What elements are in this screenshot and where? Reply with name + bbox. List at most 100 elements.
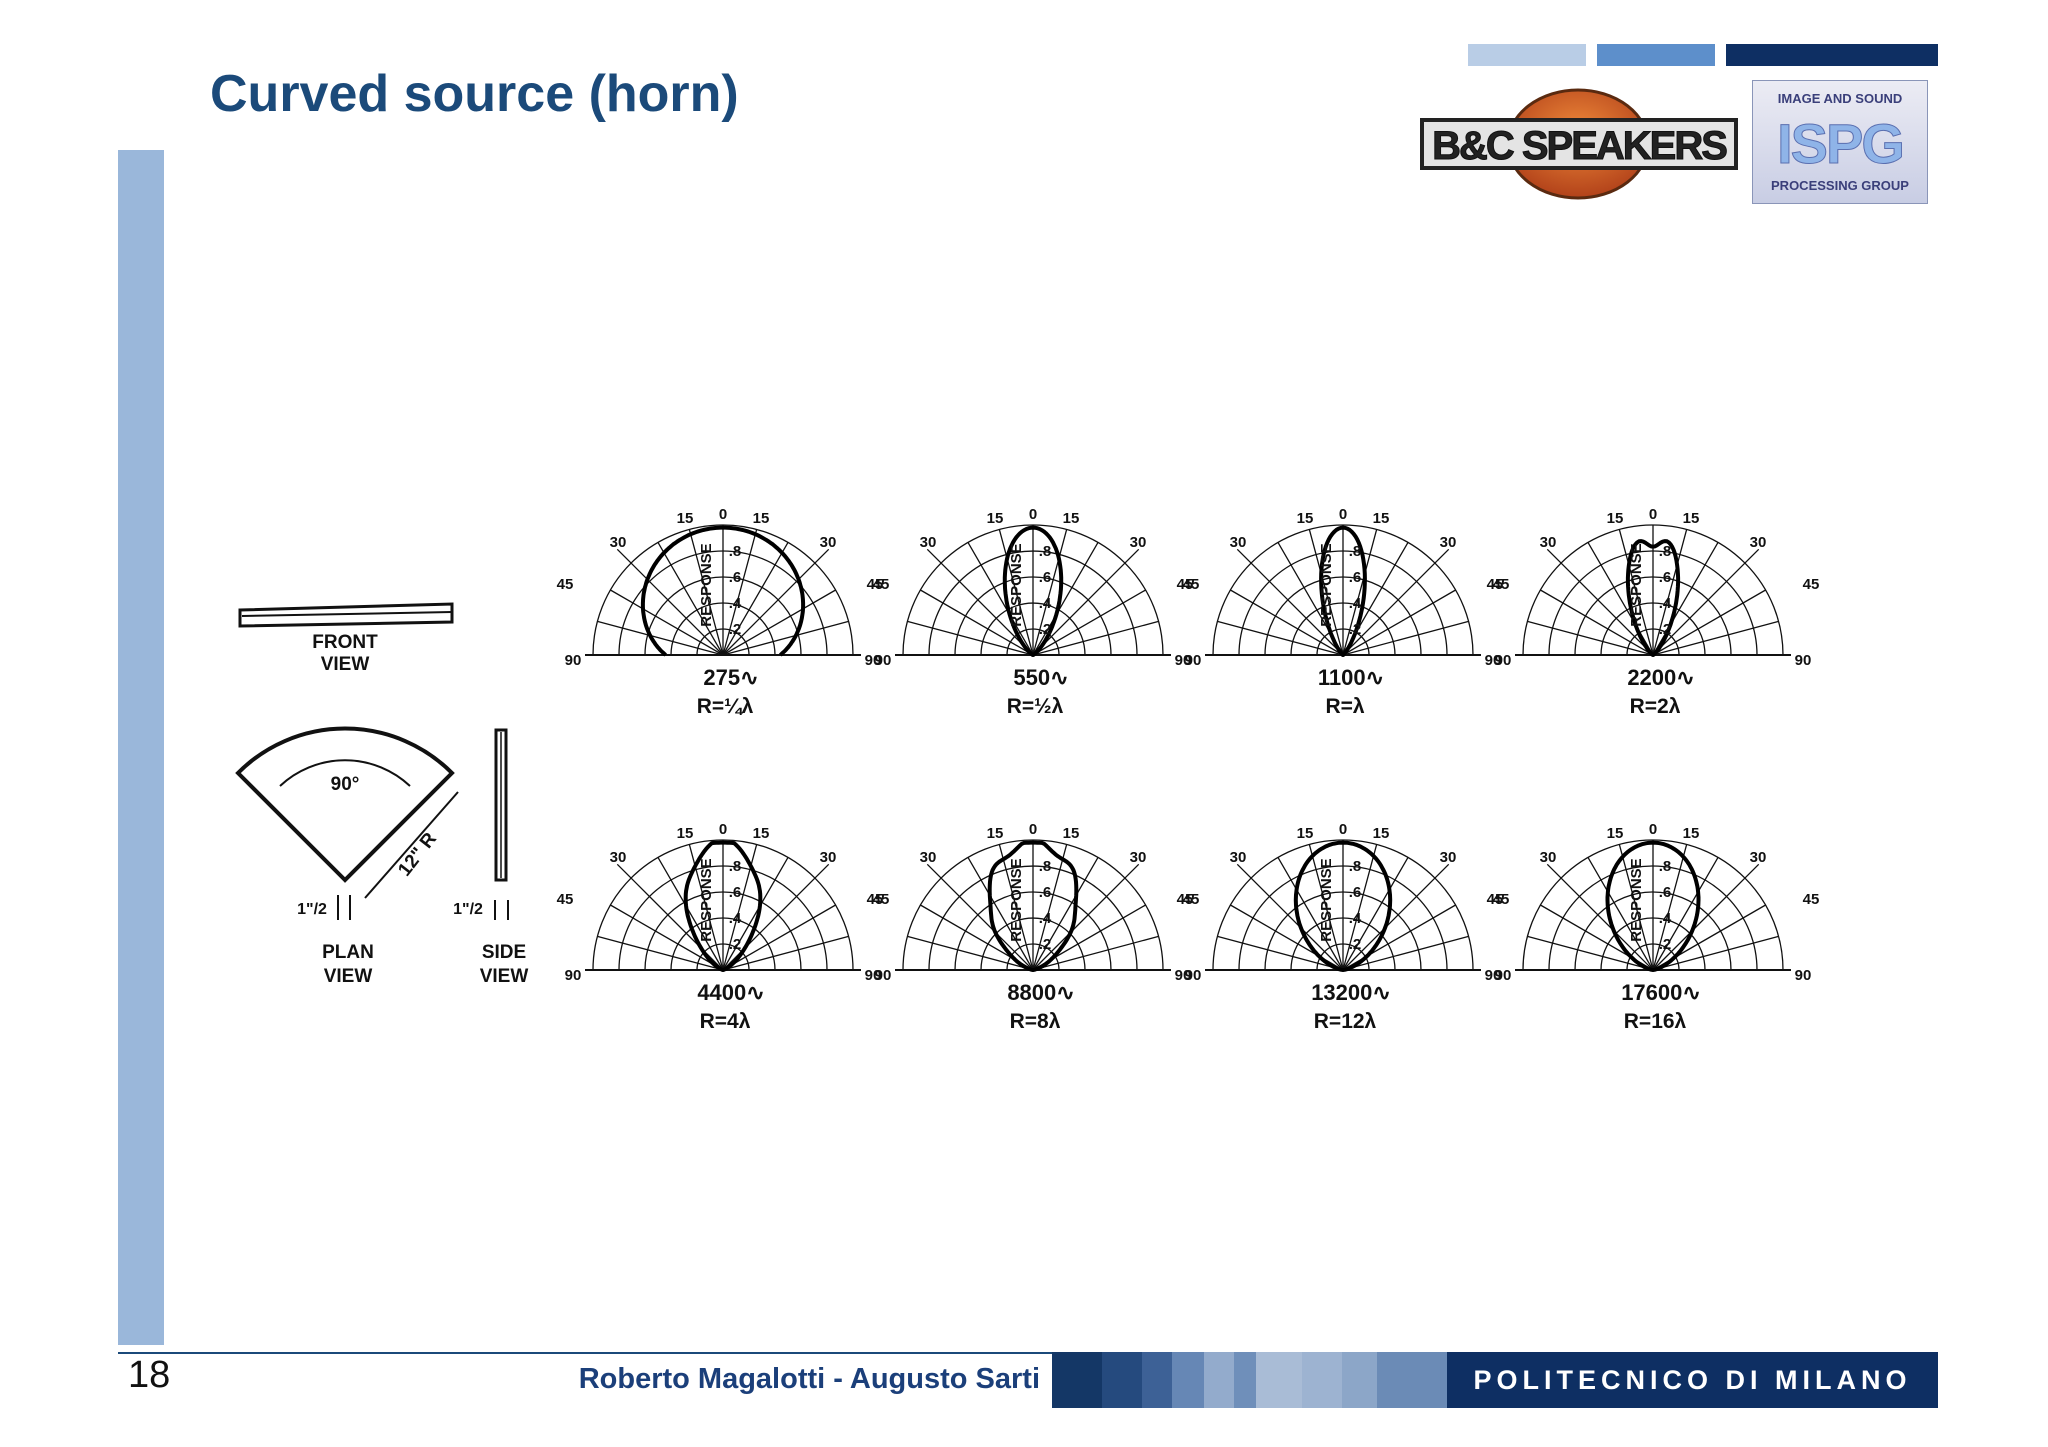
angle-label-90: 90 — [1495, 652, 1512, 669]
angle-label-45: 45 — [1493, 576, 1510, 593]
angle-label-15: 15 — [1063, 510, 1080, 527]
angle-label-90: 90 — [865, 652, 882, 669]
angle-label-45: 45 — [1803, 576, 1820, 593]
polar-spoke — [1250, 877, 1344, 971]
polar-spoke — [1032, 877, 1126, 971]
polar-spoke — [1652, 620, 1779, 656]
polar-spoke — [1342, 620, 1469, 656]
polar-spoke — [1124, 863, 1140, 879]
footer-tile — [1256, 1352, 1302, 1408]
angle-label-45: 45 — [873, 891, 890, 908]
radial-tick-label: .2 — [1039, 936, 1052, 953]
response-axis-label: RESPONSE — [1318, 543, 1335, 626]
polar-spoke — [1230, 589, 1344, 656]
polar-spoke — [688, 529, 724, 656]
bc-logo-text: B&C SPEAKERS — [1432, 124, 1727, 168]
radial-tick-label: .4 — [1349, 910, 1362, 927]
front-view: FRONT VIEW — [238, 602, 454, 675]
polar-spoke — [722, 935, 849, 971]
ratio-label: R=¼λ — [697, 695, 754, 718]
footer-tile — [1377, 1352, 1447, 1408]
plan-view-label-2: VIEW — [324, 966, 373, 987]
footer-tile — [1142, 1352, 1172, 1408]
frequency-label: 8800∿ — [1007, 980, 1074, 1005]
angle-label-0: 0 — [1649, 506, 1657, 523]
polar-spoke — [1546, 548, 1562, 564]
polar-spoke — [1217, 620, 1344, 656]
polar-spoke — [1652, 935, 1779, 971]
polar-spoke — [722, 904, 836, 971]
radial-tick-label: .6 — [1039, 569, 1052, 586]
angle-label-30: 30 — [1540, 534, 1557, 551]
radial-tick-label: .8 — [729, 543, 742, 560]
angle-label-15: 15 — [1297, 825, 1314, 842]
polar-spoke — [610, 904, 724, 971]
angle-label-30: 30 — [1230, 534, 1247, 551]
polar-spoke — [1652, 877, 1746, 971]
polar-spoke — [907, 620, 1034, 656]
angle-label-30: 30 — [1750, 849, 1767, 866]
angle-label-30: 30 — [820, 849, 837, 866]
polar-spoke — [1308, 844, 1344, 971]
angle-label-90: 90 — [1185, 652, 1202, 669]
polar-spoke — [1277, 857, 1344, 971]
frequency-label: 4400∿ — [697, 980, 764, 1005]
polar-spoke — [1434, 863, 1450, 879]
header-accent-mid — [1597, 44, 1715, 66]
plan-radius-label: 12" R — [394, 829, 441, 881]
angle-label-90: 90 — [1795, 652, 1812, 669]
ispg-logo: IMAGE AND SOUND ISPG PROCESSING GROUP — [1752, 80, 1928, 204]
radial-tick-label: .4 — [729, 595, 742, 612]
polar-spoke — [1032, 935, 1159, 971]
polar-spoke — [1540, 589, 1654, 656]
polar-spoke — [1236, 863, 1252, 879]
angle-label-0: 0 — [1649, 821, 1657, 838]
polar-spoke — [998, 844, 1034, 971]
ratio-label: R=12λ — [1314, 1010, 1377, 1033]
angle-label-90: 90 — [565, 967, 582, 984]
polar-spoke — [616, 548, 632, 564]
footer-tile — [1302, 1352, 1342, 1408]
polar-spoke — [1342, 562, 1436, 656]
left-accent-bar — [118, 150, 164, 1345]
response-curve — [683, 840, 763, 972]
polar-spoke — [1342, 844, 1378, 971]
polar-spoke — [1744, 863, 1760, 879]
response-axis-label: RESPONSE — [1628, 543, 1645, 626]
radial-tick-label: .4 — [1039, 910, 1052, 927]
radial-tick-label: .8 — [1349, 543, 1362, 560]
polar-spoke — [657, 542, 724, 656]
angle-label-0: 0 — [1339, 506, 1347, 523]
angle-label-15: 15 — [1297, 510, 1314, 527]
angle-label-30: 30 — [820, 534, 837, 551]
response-axis-label: RESPONSE — [1008, 858, 1025, 941]
polar-spoke — [1342, 935, 1469, 971]
radial-tick-label: .4 — [1659, 910, 1672, 927]
radial-tick-label: .8 — [1039, 858, 1052, 875]
footer-rule — [118, 1352, 1053, 1354]
angle-label-0: 0 — [1029, 506, 1037, 523]
polar-spoke — [1546, 863, 1562, 879]
side-view-label-2: VIEW — [480, 966, 529, 987]
angle-label-15: 15 — [753, 825, 770, 842]
footer-tile — [1102, 1352, 1142, 1408]
angle-label-15: 15 — [1063, 825, 1080, 842]
footer-school-name: POLITECNICO DI MILANO — [1447, 1352, 1938, 1408]
angle-label-45: 45 — [873, 576, 890, 593]
page-number: 18 — [128, 1354, 171, 1396]
polar-spoke — [1124, 548, 1140, 564]
polar-spoke — [657, 857, 724, 971]
response-curve — [640, 525, 806, 657]
polar-spoke — [967, 542, 1034, 656]
polar-spoke — [1250, 562, 1344, 656]
angle-label-45: 45 — [557, 891, 574, 908]
angle-label-30: 30 — [920, 849, 937, 866]
angle-label-30: 30 — [610, 849, 627, 866]
polar-spoke — [1032, 857, 1099, 971]
angle-label-45: 45 — [1493, 891, 1510, 908]
radial-tick-label: .6 — [1349, 569, 1362, 586]
polar-spoke — [1744, 548, 1760, 564]
response-axis-label: RESPONSE — [698, 543, 715, 626]
